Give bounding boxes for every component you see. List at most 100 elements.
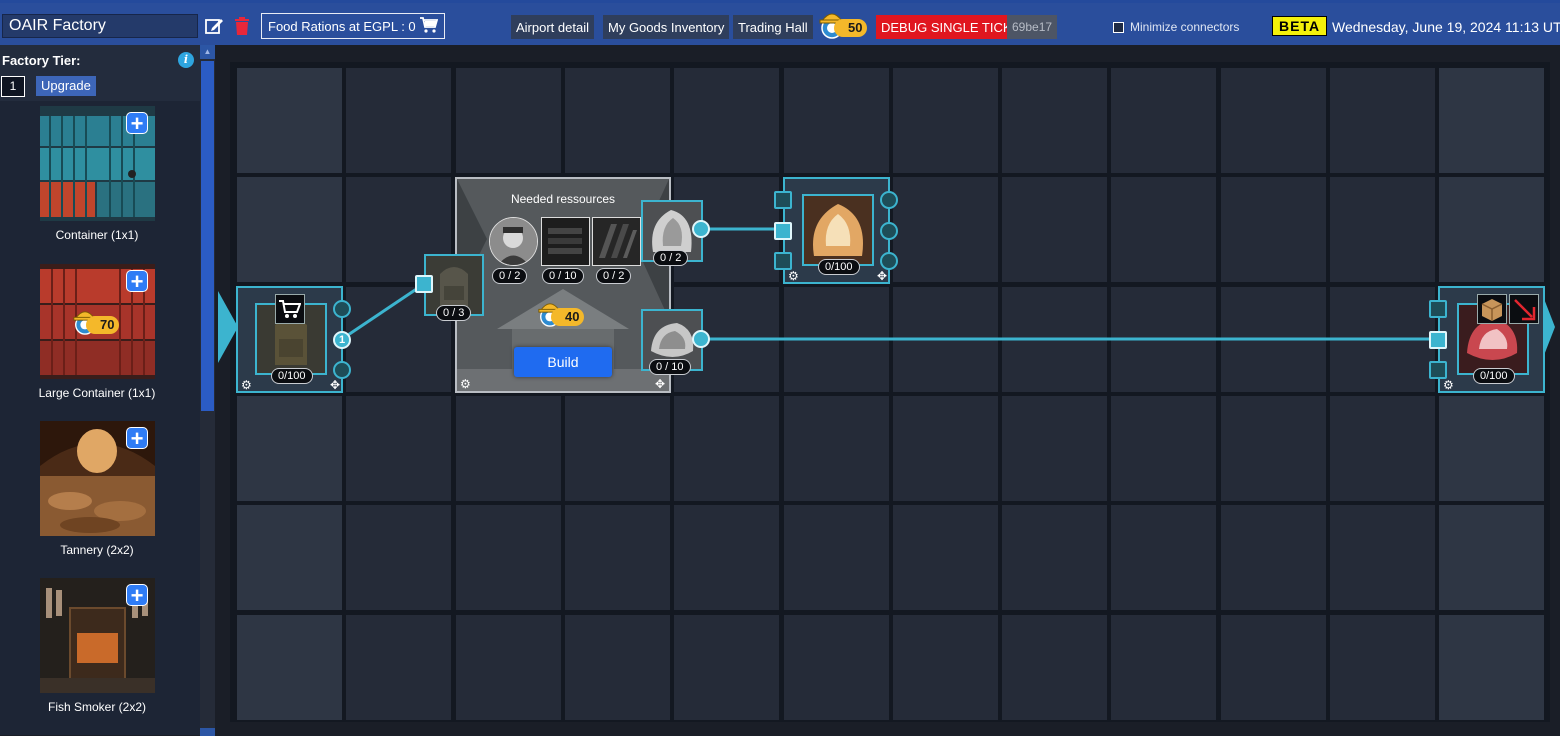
input-port[interactable] (1429, 300, 1447, 318)
grid-cell[interactable] (237, 177, 342, 282)
upgrade-button[interactable]: Upgrade (36, 76, 96, 96)
output-port[interactable] (880, 222, 898, 240)
sell-arrow-icon[interactable] (1509, 294, 1539, 324)
pending-output-bottom[interactable]: 0 / 10 (641, 309, 703, 375)
add-container-button[interactable]: + (126, 112, 148, 135)
airport-detail-button[interactable]: Airport detail (511, 15, 594, 39)
grid-cell[interactable] (346, 615, 451, 720)
factory-name-input[interactable]: OAIR Factory (2, 14, 198, 38)
output-port-active[interactable] (692, 330, 710, 348)
input-port[interactable] (774, 191, 792, 209)
grid-cell[interactable] (893, 505, 998, 610)
grid-cell[interactable] (237, 615, 342, 720)
gear-icon[interactable]: ⚙ (460, 377, 471, 391)
output-port[interactable] (333, 300, 351, 318)
output-port[interactable] (333, 361, 351, 379)
grid-cell[interactable] (1111, 177, 1216, 282)
grid-cell[interactable] (346, 68, 451, 173)
grid-cell[interactable] (456, 615, 561, 720)
grid-cell[interactable] (893, 177, 998, 282)
output-port[interactable] (880, 252, 898, 270)
grid-cell[interactable] (1439, 396, 1544, 501)
grid-cell[interactable] (784, 505, 889, 610)
grid-cell[interactable] (784, 396, 889, 501)
grid-cell[interactable] (1221, 68, 1326, 173)
grid-cell[interactable] (1111, 615, 1216, 720)
gear-icon[interactable]: ⚙ (1443, 378, 1454, 392)
grid-cell[interactable] (1330, 68, 1435, 173)
sidebar-scrollbar[interactable]: ▲ (200, 45, 215, 736)
grid-cell[interactable] (1330, 177, 1435, 282)
scroll-up-arrow-icon[interactable]: ▲ (200, 45, 215, 59)
grid-cell[interactable] (893, 396, 998, 501)
fur-node[interactable]: 0/100 ⚙ ✥ (774, 177, 898, 284)
grid-cell[interactable] (346, 396, 451, 501)
output-port-active[interactable]: 1 (333, 331, 351, 349)
gear-icon[interactable]: ⚙ (241, 378, 252, 392)
grid-cell[interactable] (1439, 615, 1544, 720)
grid-cell[interactable] (1002, 177, 1107, 282)
box-icon[interactable] (1477, 294, 1507, 324)
grid-cell[interactable] (1330, 396, 1435, 501)
scroll-thumb[interactable] (201, 61, 214, 411)
move-icon[interactable]: ✥ (655, 377, 666, 391)
grid-cell[interactable] (674, 396, 779, 501)
grid-cell[interactable] (1002, 505, 1107, 610)
grid-cell[interactable] (674, 615, 779, 720)
grid-cell[interactable] (1330, 615, 1435, 720)
grid-cell[interactable] (1330, 505, 1435, 610)
grid-cell[interactable] (1111, 68, 1216, 173)
grid-cell[interactable] (456, 396, 561, 501)
trading-hall-button[interactable]: Trading Hall (733, 15, 813, 39)
input-port[interactable] (1429, 361, 1447, 379)
grid-cell[interactable] (565, 68, 670, 173)
grid-cell[interactable] (456, 505, 561, 610)
my-goods-inventory-button[interactable]: My Goods Inventory (603, 15, 730, 39)
add-fish-smoker-button[interactable]: + (126, 584, 148, 607)
input-port[interactable] (774, 252, 792, 270)
food-rations-box[interactable]: Food Rations at EGPL : 0 (261, 13, 445, 39)
grid-cell[interactable] (456, 68, 561, 173)
move-icon[interactable]: ✥ (330, 378, 341, 392)
input-port-active[interactable] (415, 275, 433, 293)
grid-cell[interactable] (565, 615, 670, 720)
minimize-connectors-toggle[interactable]: Minimize connectors (1113, 20, 1239, 34)
output-port-active[interactable] (692, 220, 710, 238)
scroll-down-arrow-icon[interactable] (200, 728, 215, 736)
buy-node[interactable]: 0/100 1 ⚙ ✥ (236, 286, 351, 393)
grid-cell[interactable] (1002, 615, 1107, 720)
grid-cell[interactable] (1439, 68, 1544, 173)
grid-cell[interactable] (1221, 505, 1326, 610)
grid-cell[interactable] (1111, 505, 1216, 610)
grid-cell[interactable] (674, 505, 779, 610)
grid-cell[interactable] (1111, 396, 1216, 501)
grid-cell[interactable] (1221, 177, 1326, 282)
grid-cell[interactable] (893, 68, 998, 173)
add-large-container-button[interactable]: + (126, 270, 148, 293)
gear-icon[interactable]: ⚙ (788, 269, 799, 283)
output-port[interactable] (880, 191, 898, 209)
grid-cell[interactable] (237, 396, 342, 501)
grid-cell[interactable] (674, 68, 779, 173)
grid-cell[interactable] (1439, 177, 1544, 282)
pencil-icon[interactable] (203, 15, 225, 37)
add-tannery-button[interactable]: + (126, 427, 148, 450)
grid-cell[interactable] (1002, 396, 1107, 501)
grid-cell[interactable] (237, 505, 342, 610)
move-icon[interactable]: ✥ (877, 269, 888, 283)
grid-cell[interactable] (1221, 615, 1326, 720)
factory-grid-canvas[interactable]: 0/100 1 ⚙ ✥ Needed ressources 0 / 2 0 / … (218, 62, 1555, 722)
trash-icon[interactable] (231, 15, 253, 37)
grid-cell[interactable] (237, 68, 342, 173)
grid-cell[interactable] (1439, 505, 1544, 610)
minimize-connectors-checkbox[interactable] (1113, 21, 1124, 33)
cart-icon[interactable] (275, 294, 305, 324)
grid-cell[interactable] (1221, 396, 1326, 501)
input-port-active[interactable] (1429, 331, 1447, 349)
grid-cell[interactable] (565, 396, 670, 501)
grid-cell[interactable] (346, 505, 451, 610)
grid-cell[interactable] (784, 615, 889, 720)
build-button[interactable]: Build (514, 347, 612, 377)
meat-sell-node[interactable]: 0/100 ⚙ (1429, 286, 1545, 393)
info-icon[interactable]: i (178, 52, 194, 68)
